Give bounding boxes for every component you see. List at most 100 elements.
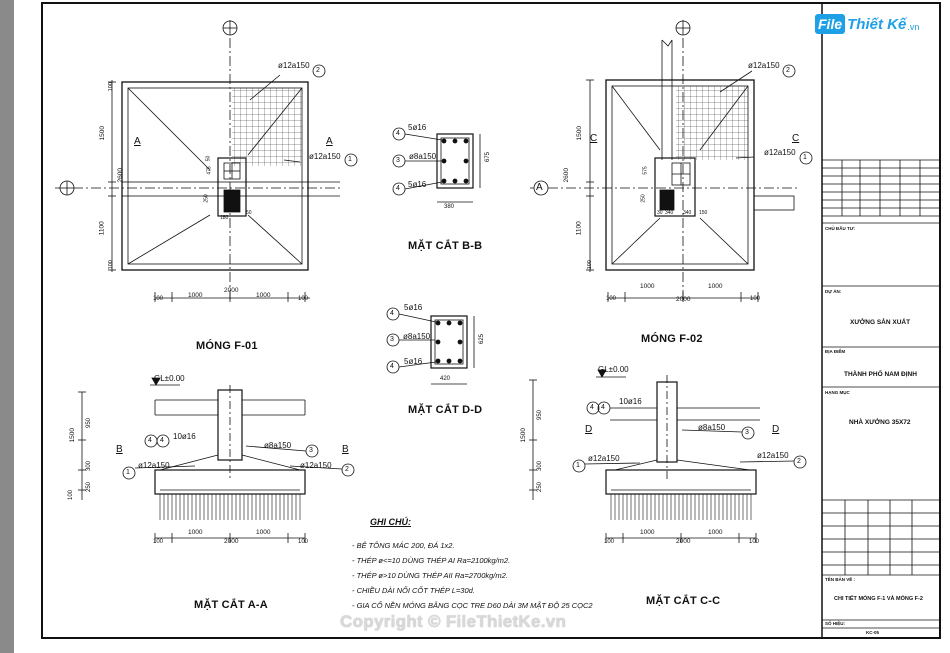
dim-f01-100-bot: 100 [107, 260, 114, 270]
dim-f01-50: 50 [205, 155, 212, 162]
dim-aa-1000-right: 1000 [256, 529, 271, 536]
rebar-label-5-16-bb-bot: 5ø16 [408, 180, 427, 189]
dim-aa-250: 250 [86, 481, 93, 493]
dim-f01-100-right: 100 [298, 296, 309, 302]
tb-ten-ban-ve: CHI TIẾT MÓNG F-1 VÀ MÓNG F-2 [834, 596, 923, 602]
rebar-label-r8-aa: ø8a150 [264, 441, 292, 450]
section-dd [386, 307, 475, 385]
note-item-2: - THÉP ø<=10 DÙNG THÉP AI Ra=2100kg/m2. [352, 556, 511, 565]
dim-cc-1000-left: 1000 [640, 529, 655, 536]
dim-cc-100-left: 100 [604, 539, 615, 545]
note-item-1: - BÊ TÔNG MÁC 200, ĐÁ 1x2. [352, 541, 455, 550]
rebar-label-5-16-dd-top: 5ø16 [404, 303, 423, 312]
rebar-label-r12-f01-top: ø12a150 [278, 61, 310, 70]
section-bb [392, 127, 481, 203]
rebar-label-r8-dd: ø8a150 [403, 332, 431, 341]
dim-f01-100-left: 100 [153, 296, 164, 302]
dim-f01-1000-left: 1000 [188, 292, 203, 299]
level-gl-aa: GL±0.00 [154, 374, 185, 383]
tb-du-an: XƯỞNG SẢN XUẤT [850, 319, 911, 326]
dim-cc-1000-right: 1000 [708, 529, 723, 536]
tb-hang-muc: NHÀ XƯỞNG 35X72 [849, 419, 911, 426]
dim-f02-2600: 2600 [562, 168, 570, 183]
dim-cc-950: 950 [537, 409, 544, 421]
dim-cc-2000: 2000 [676, 538, 691, 545]
tb-so-hieu-label: SỐ HIỆU: [825, 621, 846, 626]
axis-mark-a: A [536, 182, 543, 193]
section-mark-b-left: B [116, 444, 123, 455]
rebar-number-4-bb-bot: 4 [396, 185, 400, 192]
tb-chu-dau-tu-label: CHỦ ĐẦU TƯ: [825, 226, 855, 231]
logo-box: File [815, 14, 846, 34]
rebar-number-4-dd-bot: 4 [390, 363, 394, 370]
dim-cc-1500: 1500 [519, 428, 527, 443]
filethietke-logo: File Thiết Kế .vn [815, 13, 919, 35]
rebar-label-r8-cc: ø8a150 [698, 423, 726, 432]
rebar-label-r12-aa-left: ø12a150 [138, 461, 170, 470]
rebar-number-2-cc: 2 [797, 458, 801, 465]
dim-aa-1000-left: 1000 [188, 529, 203, 536]
dim-dd-420: 420 [440, 376, 451, 382]
dim-f02-100-left: 100 [606, 296, 617, 302]
dim-f02-340-b: 340 [683, 210, 692, 216]
dim-f02-150: 150 [699, 210, 708, 216]
rebar-number-4-aa-a: 4 [148, 437, 152, 444]
copyright-watermark: Copyright © FileThietKe.vn [340, 612, 567, 631]
section-mark-d-right: D [772, 424, 780, 435]
dim-dd-625: 625 [479, 333, 486, 345]
rebar-label-10-16-cc: 10ø16 [619, 397, 642, 406]
dim-f01-100-top: 100 [107, 82, 114, 92]
dim-f02-340-a: 340 [665, 210, 674, 216]
rebar-number-4-dd-top: 4 [390, 310, 394, 317]
plan-f02 [530, 20, 813, 302]
title-mat-cat-bb: MẶT CẮT B-B [408, 240, 483, 252]
left-scroll-gutter [0, 0, 14, 653]
rebar-label-10-16-aa: 10ø16 [173, 432, 196, 441]
title-block-lines [821, 4, 941, 637]
tb-hang-muc-label: HẠNG MỤC [825, 390, 850, 395]
dim-f01-1100: 1100 [98, 221, 106, 236]
rebar-number-2-f01: 2 [316, 67, 320, 74]
dim-cc-300: 300 [537, 460, 544, 472]
rebar-label-r12-cc-left: ø12a150 [588, 454, 620, 463]
dim-f01-475: 475 [206, 166, 213, 175]
rebar-number-1-aa: 1 [126, 469, 130, 476]
dim-f01-1500: 1500 [98, 126, 106, 141]
rebar-number-3-dd: 3 [390, 336, 394, 343]
rebar-label-r8-bb: ø8a150 [409, 152, 437, 161]
dim-aa-100-right: 100 [298, 539, 309, 545]
dim-f02-100-right: 100 [750, 296, 761, 302]
rebar-number-4-cc-b: 4 [601, 404, 605, 411]
notes-heading: GHI CHÚ: [370, 517, 411, 527]
logo-text: Thiết Kế [847, 15, 907, 33]
rebar-label-r12-cc-right: ø12a150 [757, 451, 789, 460]
dim-aa-300: 300 [86, 460, 93, 472]
dim-bb-675: 675 [485, 151, 492, 163]
rebar-number-3-aa: 3 [309, 447, 313, 454]
dim-f01-1000-right: 1000 [256, 292, 271, 299]
title-mat-cat-aa: MẶT CẮT A-A [194, 599, 268, 611]
dim-aa-1500: 1500 [68, 428, 76, 443]
dim-f01-50b: 50 [246, 210, 252, 216]
dim-f01-180: 180 [220, 215, 229, 221]
note-item-3: - THÉP ø>10 DÙNG THÉP AII Ra=2700kg/m2. [352, 571, 508, 580]
section-mark-b-right: B [342, 444, 349, 455]
drawing-frame [41, 2, 941, 639]
section-mark-d-left: D [585, 424, 593, 435]
logo-domain: .vn [907, 22, 920, 32]
section-mark-a-right: A [326, 136, 333, 147]
section-cc [529, 369, 807, 543]
title-mong-f02: MÓNG F-02 [641, 333, 703, 345]
note-item-4: - CHIỀU DÀI NỐI CỐT THÉP L=30d. [352, 586, 475, 595]
section-mark-a-left: A [134, 136, 141, 147]
dim-f01-250: 250 [203, 194, 210, 203]
dim-aa-2000: 2000 [224, 538, 239, 545]
dim-cc-100-right: 100 [749, 539, 760, 545]
plan-f01 [55, 20, 358, 302]
title-mat-cat-cc: MẶT CẮT C-C [646, 595, 721, 607]
tb-ten-ban-ve-label: TÊN BẢN VẼ : [825, 577, 856, 582]
title-mat-cat-dd: MẶT CẮT D-D [408, 404, 483, 416]
dim-f01-2600: 2600 [116, 168, 124, 183]
rebar-number-2-f02: 2 [786, 67, 790, 74]
rebar-number-4-bb-top: 4 [396, 130, 400, 137]
